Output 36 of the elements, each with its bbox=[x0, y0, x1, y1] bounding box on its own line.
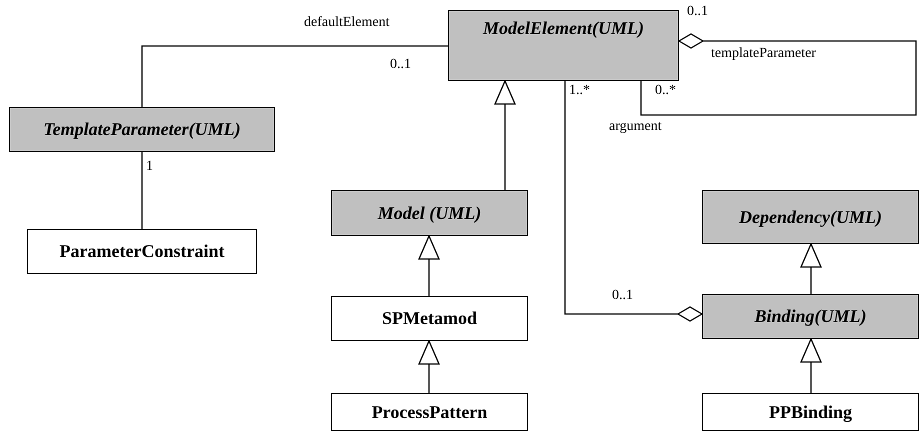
class-name: Model (UML) bbox=[378, 202, 482, 224]
aggregation-line bbox=[640, 33, 917, 116]
association-label: 0..1 bbox=[687, 5, 708, 19]
association-label: 0..* bbox=[655, 84, 676, 98]
class-name: Binding(UML) bbox=[754, 305, 867, 328]
association-label: templateParameter bbox=[711, 47, 816, 61]
association-line bbox=[141, 45, 448, 107]
class-box bbox=[331, 296, 528, 341]
generalization-arrow bbox=[800, 338, 822, 393]
association-label: 0..1 bbox=[612, 289, 633, 303]
class-box bbox=[27, 229, 257, 274]
generalization-arrow bbox=[418, 235, 440, 296]
class-name: ModelElement(UML) bbox=[483, 17, 644, 40]
aggregation-line bbox=[564, 81, 703, 322]
association-line bbox=[141, 152, 143, 229]
class-name: TemplateParameter(UML) bbox=[43, 118, 241, 141]
class-box bbox=[331, 393, 528, 431]
generalization-arrow bbox=[494, 80, 516, 190]
class-name: ParameterConstraint bbox=[60, 240, 224, 263]
class-box bbox=[702, 393, 919, 431]
class-name: SPMetamod bbox=[382, 307, 477, 330]
association-label: 0..1 bbox=[390, 58, 411, 72]
association-label: defaultElement bbox=[304, 16, 390, 30]
class-box bbox=[702, 190, 919, 244]
class-box bbox=[331, 190, 528, 236]
class-name: ProcessPattern bbox=[372, 400, 488, 424]
class-box bbox=[9, 107, 275, 152]
class-name: Dependency(UML) bbox=[739, 206, 882, 228]
generalization-arrow bbox=[418, 340, 440, 393]
class-name: PPBinding bbox=[768, 400, 852, 424]
association-label: argument bbox=[609, 120, 662, 134]
association-label: 1 bbox=[146, 160, 153, 174]
generalization-arrow bbox=[800, 243, 822, 294]
association-label: 1..* bbox=[569, 84, 590, 98]
class-box bbox=[702, 294, 919, 339]
class-box bbox=[448, 10, 679, 81]
